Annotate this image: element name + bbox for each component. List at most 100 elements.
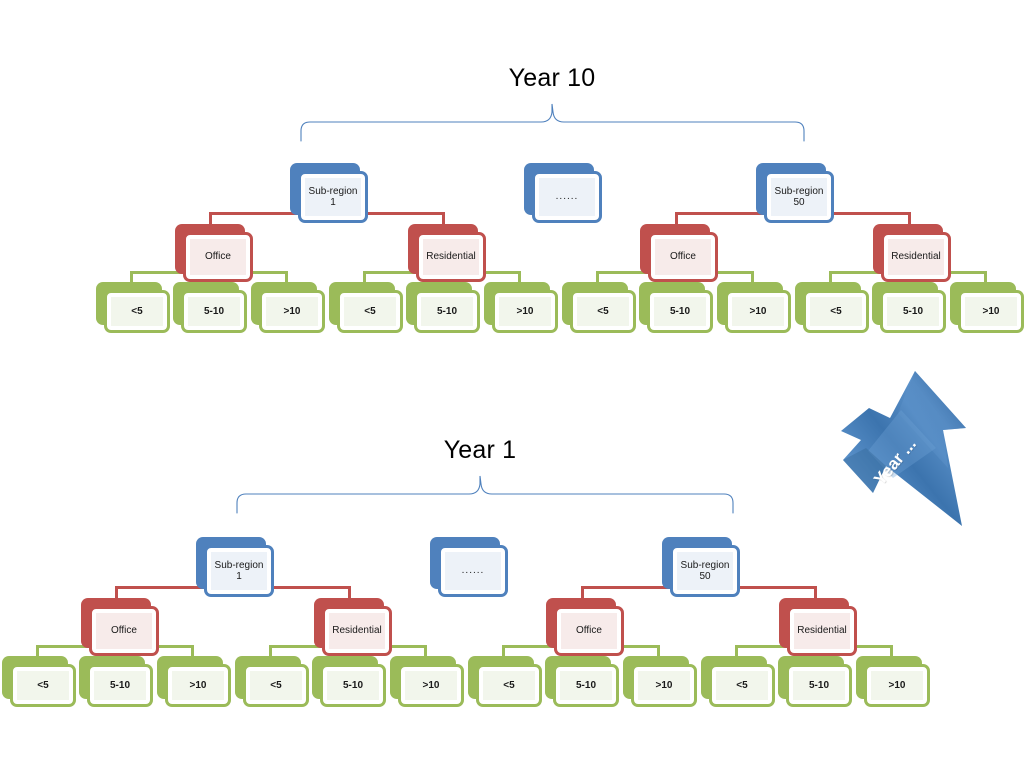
leaf-node-year-1-1-front-card[interactable]: 5-10 <box>87 664 153 707</box>
category-node-year-10-3-front-card[interactable]: Residential <box>881 232 951 282</box>
category-node-year-1-3-label: Residential <box>797 625 847 637</box>
leaf-node-year-10-0[interactable]: <5 <box>96 282 170 333</box>
leaf-node-year-10-4-label-area: 5-10 <box>421 297 473 326</box>
category-node-year-1-2-front-card[interactable]: Office <box>554 606 624 656</box>
leaf-node-year-1-9-front-card[interactable]: <5 <box>709 664 775 707</box>
leaf-node-year-1-3-front-card[interactable]: <5 <box>243 664 309 707</box>
category-node-year-10-3[interactable]: Residential <box>873 224 951 282</box>
leaf-node-year-1-8-front-card[interactable]: >10 <box>631 664 697 707</box>
leaf-node-year-1-5[interactable]: >10 <box>390 656 464 707</box>
leaf-node-year-10-5[interactable]: >10 <box>484 282 558 333</box>
leaf-node-year-10-3-front-card[interactable]: <5 <box>337 290 403 333</box>
green-connector-stub-year-10-0-2 <box>285 271 288 284</box>
leaf-node-year-10-7[interactable]: 5-10 <box>639 282 713 333</box>
leaf-node-year-1-1[interactable]: 5-10 <box>79 656 153 707</box>
leaf-node-year-10-6-label-area: <5 <box>577 297 629 326</box>
leaf-node-year-10-1[interactable]: 5-10 <box>173 282 247 333</box>
leaf-node-year-1-5-front-card[interactable]: >10 <box>398 664 464 707</box>
leaf-node-year-1-9[interactable]: <5 <box>701 656 775 707</box>
category-node-year-10-0[interactable]: Office <box>175 224 253 282</box>
leaf-node-year-1-10[interactable]: 5-10 <box>778 656 852 707</box>
leaf-node-year-10-2-label: >10 <box>283 305 301 317</box>
category-node-year-10-2-front-card[interactable]: Office <box>648 232 718 282</box>
leaf-node-year-1-6-front-card[interactable]: <5 <box>476 664 542 707</box>
category-node-year-10-0-label: Office <box>205 251 231 263</box>
leaf-node-year-10-10-front-card[interactable]: 5-10 <box>880 290 946 333</box>
leaf-node-year-10-6[interactable]: <5 <box>562 282 636 333</box>
leaf-node-year-1-5-label-area: >10 <box>405 671 457 700</box>
leaf-node-year-10-9-front-card[interactable]: <5 <box>803 290 869 333</box>
leaf-node-year-10-8[interactable]: >10 <box>717 282 791 333</box>
category-node-year-1-3-front-card[interactable]: Residential <box>787 606 857 656</box>
category-node-year-1-2[interactable]: Office <box>546 598 624 656</box>
leaf-node-year-1-2-front-card[interactable]: >10 <box>165 664 231 707</box>
brace-year-10 <box>300 103 805 142</box>
leaf-node-year-10-11-front-card[interactable]: >10 <box>958 290 1024 333</box>
leaf-node-year-1-8[interactable]: >10 <box>623 656 697 707</box>
leaf-node-year-10-0-front-card[interactable]: <5 <box>104 290 170 333</box>
category-node-year-1-3[interactable]: Residential <box>779 598 857 656</box>
leaf-node-year-10-2[interactable]: >10 <box>251 282 325 333</box>
category-node-year-10-2[interactable]: Office <box>640 224 718 282</box>
leaf-node-year-10-11[interactable]: >10 <box>950 282 1024 333</box>
category-node-year-1-2-label: Office <box>576 625 602 637</box>
category-node-year-1-0[interactable]: Office <box>81 598 159 656</box>
category-node-year-10-0-front-card[interactable]: Office <box>183 232 253 282</box>
leaf-node-year-1-8-label: >10 <box>655 679 673 691</box>
leaf-node-year-1-2[interactable]: >10 <box>157 656 231 707</box>
ellipsis-node-year-10-front-card[interactable]: ...... <box>532 171 602 223</box>
leaf-node-year-1-6[interactable]: <5 <box>468 656 542 707</box>
leaf-node-year-1-3[interactable]: <5 <box>235 656 309 707</box>
leaf-node-year-10-10-label-area: 5-10 <box>887 297 939 326</box>
leaf-node-year-1-10-front-card[interactable]: 5-10 <box>786 664 852 707</box>
leaf-node-year-10-7-front-card[interactable]: 5-10 <box>647 290 713 333</box>
category-node-year-10-1[interactable]: Residential <box>408 224 486 282</box>
leaf-node-year-1-1-label-area: 5-10 <box>94 671 146 700</box>
leaf-node-year-1-11[interactable]: >10 <box>856 656 930 707</box>
leaf-node-year-1-0-front-card[interactable]: <5 <box>10 664 76 707</box>
category-node-year-10-1-front-card[interactable]: Residential <box>416 232 486 282</box>
category-node-year-1-1-front-card[interactable]: Residential <box>322 606 392 656</box>
green-connector-stub-year-10-2-2 <box>751 271 754 284</box>
leaf-node-year-10-3[interactable]: <5 <box>329 282 403 333</box>
leaf-node-year-10-6-label: <5 <box>597 305 609 317</box>
ellipsis-node-year-1-front-card[interactable]: ...... <box>438 545 508 597</box>
leaf-node-year-10-10[interactable]: 5-10 <box>872 282 946 333</box>
leaf-node-year-10-9[interactable]: <5 <box>795 282 869 333</box>
category-node-year-1-1[interactable]: Residential <box>314 598 392 656</box>
leaf-node-year-1-7[interactable]: 5-10 <box>545 656 619 707</box>
leaf-node-year-10-3-label-area: <5 <box>344 297 396 326</box>
leaf-node-year-1-4-front-card[interactable]: 5-10 <box>320 664 386 707</box>
leaf-node-year-1-4[interactable]: 5-10 <box>312 656 386 707</box>
leaf-node-year-10-1-front-card[interactable]: 5-10 <box>181 290 247 333</box>
ellipsis-node-year-10-label-area: ...... <box>539 178 595 216</box>
green-connector-stub-year-10-2-0 <box>596 271 599 284</box>
ellipsis-node-year-10[interactable]: ...... <box>524 163 602 223</box>
leaf-node-year-1-7-front-card[interactable]: 5-10 <box>553 664 619 707</box>
category-node-year-1-0-front-card[interactable]: Office <box>89 606 159 656</box>
leaf-node-year-1-0[interactable]: <5 <box>2 656 76 707</box>
leaf-node-year-1-4-label-area: 5-10 <box>327 671 379 700</box>
leaf-node-year-10-6-front-card[interactable]: <5 <box>570 290 636 333</box>
leaf-node-year-10-4-front-card[interactable]: 5-10 <box>414 290 480 333</box>
ellipsis-node-year-1[interactable]: ...... <box>430 537 508 597</box>
leaf-node-year-10-8-front-card[interactable]: >10 <box>725 290 791 333</box>
leaf-node-year-1-9-label-area: <5 <box>716 671 768 700</box>
leaf-node-year-10-2-front-card[interactable]: >10 <box>259 290 325 333</box>
leaf-node-year-10-0-label: <5 <box>131 305 143 317</box>
leaf-node-year-1-11-front-card[interactable]: >10 <box>864 664 930 707</box>
category-node-year-10-1-label: Residential <box>426 251 476 263</box>
green-connector-stub-year-1-3-0 <box>735 645 738 658</box>
leaf-node-year-10-5-front-card[interactable]: >10 <box>492 290 558 333</box>
leaf-node-year-10-4[interactable]: 5-10 <box>406 282 480 333</box>
category-node-year-10-2-label-area: Office <box>655 239 711 275</box>
